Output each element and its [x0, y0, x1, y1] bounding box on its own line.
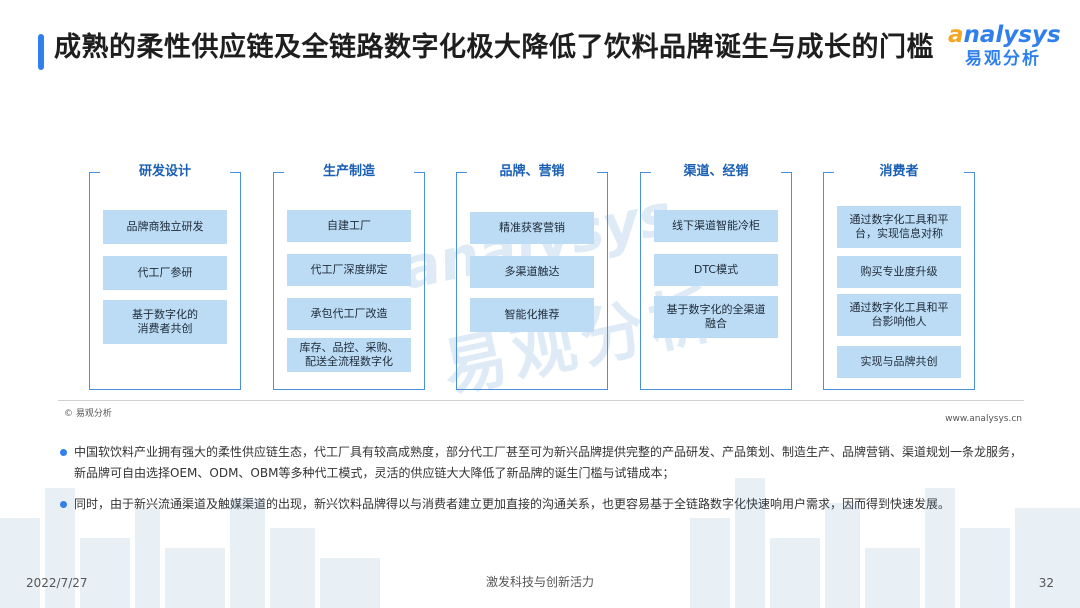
column-item: 承包代工厂改造: [287, 298, 411, 330]
logo-chinese: 易观分析: [965, 49, 1041, 69]
column-item: 精准获客营销: [470, 212, 594, 244]
column-item: 线下渠道智能冷柜: [654, 210, 778, 242]
column-item: 购买专业度升级: [837, 256, 961, 288]
column-title: 渠道、经销: [683, 164, 749, 179]
footer-slogan: 激发科技与创新活力: [485, 575, 594, 589]
column-frame: [456, 172, 608, 390]
column-item: DTC模式: [654, 254, 778, 286]
title-accent-bar: [38, 34, 44, 70]
page-number: 32: [1038, 576, 1054, 590]
column-title: 消费者: [879, 164, 919, 179]
column-frame: [273, 172, 425, 390]
column-item: 通过数字化工具和平 台影响他人: [837, 294, 961, 336]
column-item: 代工厂参研: [103, 256, 227, 290]
brand-logo: analysys 易观分析: [948, 22, 1061, 70]
footer-date: 2022/7/27: [26, 576, 88, 590]
column-item: 品牌商独立研发: [103, 210, 227, 244]
column-consumer: 消费者 通过数字化工具和平 台，实现信息对称 购买专业度升级 通过数字化工具和平…: [823, 164, 975, 390]
column-item: 多渠道触达: [470, 256, 594, 288]
column-channel: 渠道、经销 线下渠道智能冷柜 DTC模式 基于数字化的全渠道 融合: [640, 164, 792, 390]
column-frame: [89, 172, 241, 390]
website-link[interactable]: www.analysys.cn: [945, 414, 1022, 424]
page-title: 成熟的柔性供应链及全链路数字化极大降低了饮料品牌诞生与成长的门槛: [54, 32, 934, 63]
divider: [58, 400, 1024, 401]
column-rnd: 研发设计 品牌商独立研发 代工厂参研 基于数字化的 消费者共创: [89, 164, 241, 390]
column-item: 代工厂深度绑定: [287, 254, 411, 286]
column-item: 实现与品牌共创: [837, 346, 961, 378]
column-title: 品牌、营销: [499, 164, 565, 179]
source-note: © 易观分析: [64, 409, 112, 419]
column-item: 基于数字化的全渠道 融合: [654, 296, 778, 338]
column-title: 生产制造: [322, 164, 375, 179]
column-item: 基于数字化的 消费者共创: [103, 300, 227, 344]
bullet-paragraph: 中国软饮料产业拥有强大的柔性供应链生态，代工厂具有较高成熟度，部分代工厂甚至可为…: [60, 442, 1024, 484]
bullet-paragraph: 同时，由于新兴流通渠道及触媒渠道的出现，新兴饮料品牌得以与消费者建立更加直接的沟…: [60, 494, 1024, 515]
column-title: 研发设计: [138, 164, 191, 179]
column-item: 智能化推荐: [470, 298, 594, 332]
column-production: 生产制造 自建工厂 代工厂深度绑定 承包代工厂改造 库存、品控、采购、 配送全流…: [273, 164, 425, 390]
column-frame: [640, 172, 792, 390]
column-item: 通过数字化工具和平 台，实现信息对称: [837, 206, 961, 248]
bullet-dot-icon: [60, 449, 67, 456]
logo-wordmark: analysys: [948, 22, 1061, 48]
column-item: 自建工厂: [287, 210, 411, 242]
column-item: 库存、品控、采购、 配送全流程数字化: [287, 338, 411, 372]
column-brand-marketing: 品牌、营销 精准获客营销 多渠道触达 智能化推荐: [456, 164, 608, 390]
bullet-dot-icon: [60, 501, 67, 508]
column-frame: [823, 172, 975, 390]
